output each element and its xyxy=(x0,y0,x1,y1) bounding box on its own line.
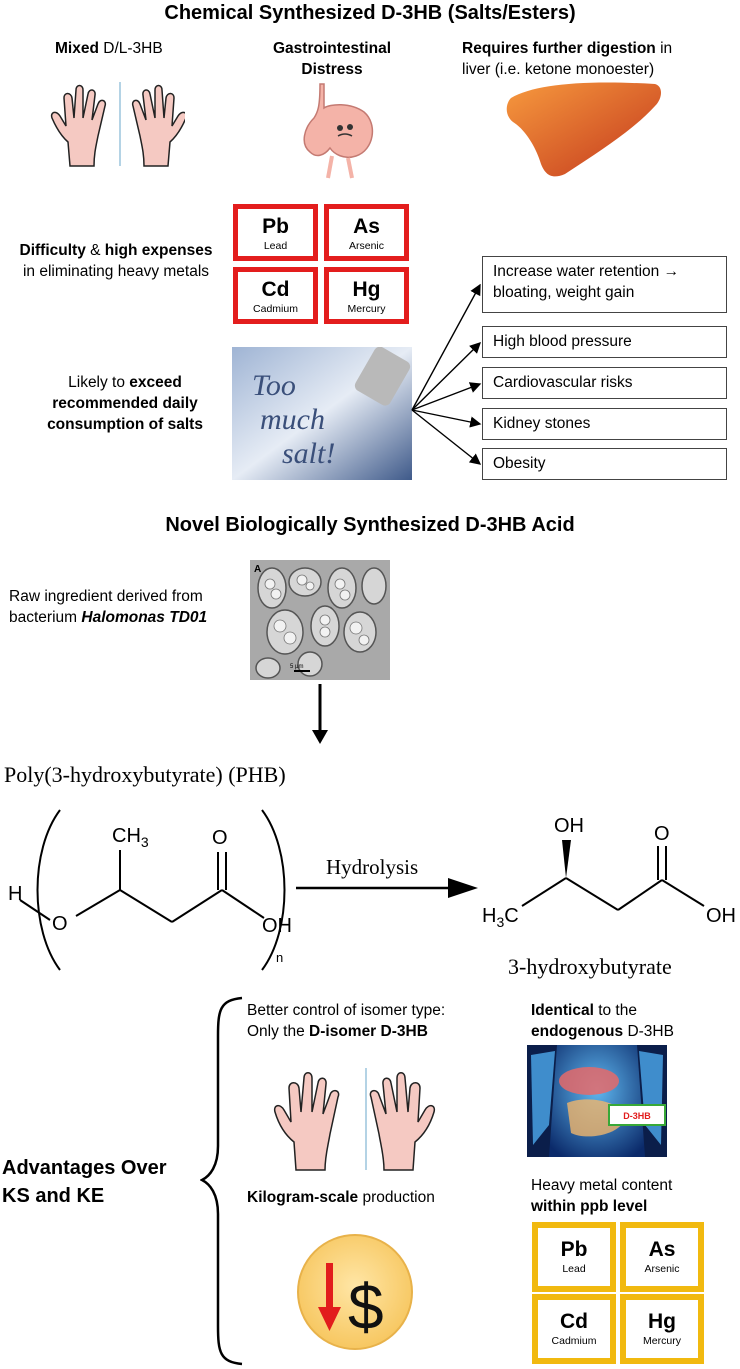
body-d3hb-tag: D-3HB xyxy=(623,1111,651,1121)
risk-water-retention: Increase water retention → bloating, wei… xyxy=(482,256,727,313)
d-isomer-hands-icon xyxy=(273,1068,436,1171)
bacteria-micrograph: A 5 µm xyxy=(250,560,390,680)
atom-oh-top: OH xyxy=(554,815,584,837)
risk-kidney-stones: Kidney stones xyxy=(482,408,727,440)
salt-consumption-label: Likely to exceed recommended daily consu… xyxy=(47,374,203,433)
atom-ch3: CH3 xyxy=(112,825,149,850)
heavy-metal-ppb-label: Heavy metal content within ppb level xyxy=(531,1177,673,1215)
risk-blood-pressure: High blood pressure xyxy=(482,326,727,358)
risk-obesity: Obesity xyxy=(482,448,727,480)
hydrolysis-label: Hydrolysis xyxy=(326,855,418,879)
identical-label: Identical to the endogenous D-3HB xyxy=(531,1002,674,1040)
body-illustration: D-3HB xyxy=(527,1045,667,1157)
atom-o-carbonyl: O xyxy=(212,827,228,849)
section-title-chemical: Chemical Synthesized D-3HB (Salts/Esters… xyxy=(164,2,576,24)
risk-cardiovascular: Cardiovascular risks xyxy=(482,367,727,399)
phb-label: Poly(3-hydroxybutyrate) (PHB) xyxy=(4,762,286,787)
atom-h3c: H3C xyxy=(482,905,519,930)
salt-photo: Too much salt! xyxy=(232,347,412,480)
cost-down-icon: $ xyxy=(297,1234,413,1350)
salt-text-1: Too xyxy=(252,369,296,402)
atom-o: O xyxy=(52,913,68,935)
advantages-label: Advantages Over KS and KE xyxy=(2,1157,167,1207)
subscript-n: n xyxy=(276,950,283,965)
risk-arrows xyxy=(411,283,482,465)
stomach-icon xyxy=(303,83,374,179)
liver-icon xyxy=(506,82,661,177)
mixed-label: Mixed D/L-3HB xyxy=(55,40,163,57)
advantages-brace xyxy=(200,996,243,1366)
section-title-biological: Novel Biologically Synthesized D-3HB Aci… xyxy=(165,514,575,536)
mixed-hands-icon xyxy=(50,82,185,167)
atom-h: H xyxy=(8,883,22,905)
atom-oh: OH xyxy=(262,915,292,937)
isomer-label: Better control of isomer type: Only the … xyxy=(247,1002,446,1040)
atom-o-prod: O xyxy=(654,823,670,845)
kilogram-label: Kilogram-scale production xyxy=(247,1189,435,1206)
raw-ingredient-label: Raw ingredient derived from bacterium Ha… xyxy=(9,588,208,626)
product-label: 3-hydroxybutyrate xyxy=(508,954,672,979)
hydrolysis-reaction: H O CH3 O OH n OH H3C O OH Hydrolysis 3-… xyxy=(8,809,736,979)
micrograph-corner-label: A xyxy=(254,564,261,575)
dollar-sign: $ xyxy=(348,1271,384,1343)
salt-text-3: salt! xyxy=(282,437,335,470)
heavy-metals-difficulty-label: Difficulty & high expenses in eliminatin… xyxy=(19,242,213,280)
micrograph-scale: 5 µm xyxy=(290,664,303,670)
atom-oh-prod: OH xyxy=(706,905,736,927)
salt-text-2: much xyxy=(260,403,325,436)
down-arrow-icon xyxy=(312,684,328,744)
